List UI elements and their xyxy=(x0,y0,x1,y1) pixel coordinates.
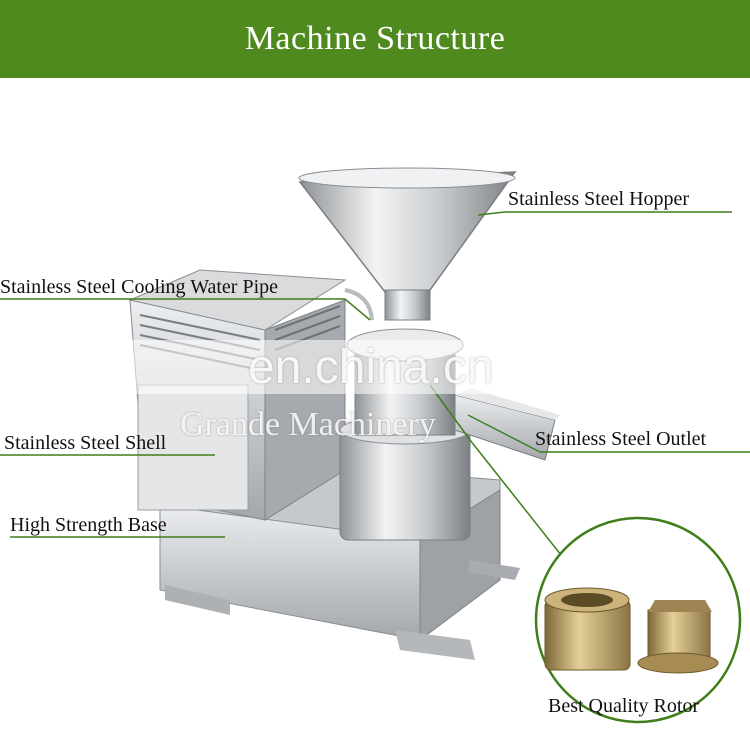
label-shell: Stainless Steel Shell xyxy=(4,432,167,454)
shell-housing xyxy=(128,269,347,521)
watermark-band xyxy=(120,340,510,394)
header-banner: Machine Structure xyxy=(0,0,750,78)
cooling-pipe xyxy=(344,288,374,321)
label-cooling-pipe: Stainless Steel Cooling Water Pipe xyxy=(0,276,278,298)
leader-lines xyxy=(0,211,750,561)
label-base: High Strength Base xyxy=(10,514,167,536)
rotor-inset xyxy=(534,516,742,724)
watermark-site: en.china.cn xyxy=(248,341,494,394)
machine-figure: en.china.cn Grande Machinery Stainless S… xyxy=(0,78,750,750)
label-hopper: Stainless Steel Hopper xyxy=(508,188,690,210)
hopper xyxy=(298,167,517,321)
label-rotor: Best Quality Rotor xyxy=(548,695,700,717)
watermark-company: Grande Machinery xyxy=(180,406,436,443)
label-outlet: Stainless Steel Outlet xyxy=(535,428,707,450)
page-title: Machine Structure xyxy=(244,20,506,57)
